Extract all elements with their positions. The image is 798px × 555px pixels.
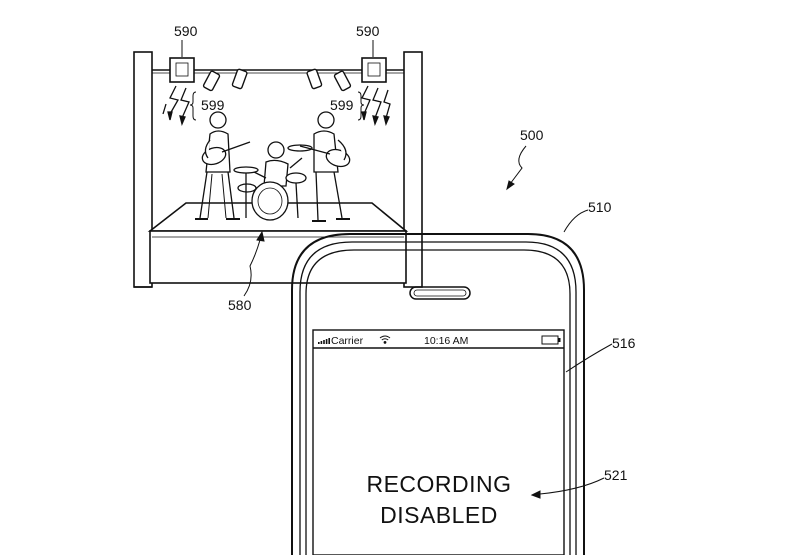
ref-emitter-right: 590 (356, 23, 380, 39)
ref-phone: 510 (588, 199, 612, 215)
leader-message (530, 477, 605, 499)
leader-display (565, 343, 613, 373)
wifi-icon (379, 335, 391, 344)
signal-emitter-left (169, 57, 195, 83)
ref-system: 500 (520, 127, 544, 143)
phone-body-outer (291, 233, 585, 555)
speaker-slot (409, 286, 471, 300)
stage-lights (202, 68, 352, 92)
ref-signal-left: 599 (201, 97, 225, 113)
phone-display (312, 329, 565, 555)
guitarist-left (195, 111, 251, 220)
ref-signal-right: 599 (330, 97, 354, 113)
guitarist-right (299, 111, 351, 222)
leader-phone (563, 209, 589, 233)
signal-bars-icon (318, 338, 330, 344)
ref-venue: 580 (228, 297, 252, 313)
stage-platform (147, 202, 409, 284)
bracket-left (189, 91, 197, 121)
leader-system (506, 145, 527, 191)
drummer (233, 141, 313, 221)
phone-body-inner (299, 241, 577, 555)
ref-message: 521 (604, 467, 628, 483)
leader-venue (243, 230, 265, 297)
signal-waves-right (361, 85, 391, 127)
recording-status-line2: DISABLED (380, 502, 498, 528)
phone-bezel (305, 249, 571, 555)
status-time: 10:16 AM (424, 335, 468, 347)
carrier-label: Carrier (331, 335, 364, 347)
bracket-right (357, 91, 365, 121)
venue (133, 51, 423, 288)
signal-waves-left (162, 85, 190, 127)
recording-status-line1: RECORDING (366, 471, 511, 497)
ref-display: 516 (612, 335, 636, 351)
phone (291, 233, 585, 555)
battery-icon (541, 335, 561, 345)
ref-emitter-left: 590 (174, 23, 198, 39)
status-bar: Carrier 10:16 AM (318, 335, 561, 347)
signal-emitter-right (361, 57, 387, 83)
